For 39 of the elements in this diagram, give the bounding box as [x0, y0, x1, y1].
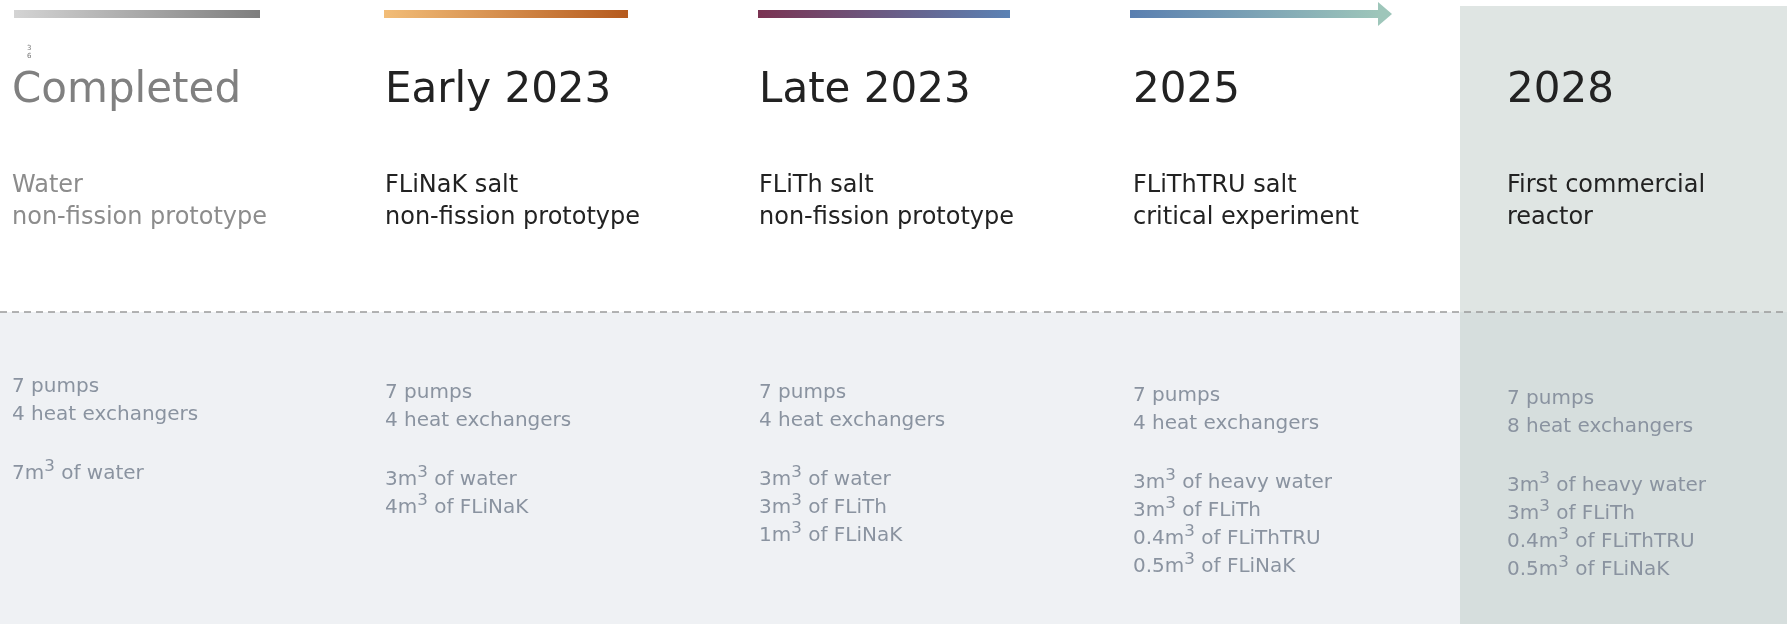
spec-line: 4 heat exchangers — [12, 400, 199, 427]
spec-line: 7 pumps — [1133, 381, 1221, 408]
milestone-description: non-fission prototype — [759, 201, 1015, 232]
spec-line: 8 heat exchangers — [1507, 412, 1694, 439]
spec-line: 3m$^{3}$ of FLiTh — [1507, 495, 1635, 526]
spec-line: 0.4m$^{3}$ of FLiThTRU — [1133, 520, 1321, 551]
milestone-heading: Early 2023 — [385, 62, 612, 114]
spec-line: 7 pumps — [759, 378, 847, 405]
milestone-description: FLiTh salt — [759, 169, 874, 200]
spec-line: 3m$^{3}$ of heavy water — [1133, 464, 1333, 495]
spec-line: 7 pumps — [1507, 384, 1595, 411]
milestone-description: Water — [12, 169, 83, 200]
milestone-description: non-fission prototype — [12, 201, 268, 232]
spec-line: 1m$^{3}$ of FLiNaK — [759, 517, 903, 548]
spec-line: 4 heat exchangers — [1133, 409, 1320, 436]
milestone-description: FLiThTRU salt — [1133, 169, 1297, 200]
spec-line: 4 heat exchangers — [759, 406, 946, 433]
milestone-description: FLiNaK salt — [385, 169, 519, 200]
milestone-heading: Late 2023 — [759, 62, 971, 114]
spec-line: 3m$^{3}$ of FLiTh — [759, 489, 887, 520]
spec-line: 7m$^{3}$ of water — [12, 455, 144, 486]
spec-line: 7 pumps — [385, 378, 473, 405]
milestone-description: non-fission prototype — [385, 201, 641, 232]
spec-line: 3m$^{3}$ of FLiTh — [1133, 492, 1261, 523]
milestone-description: critical experiment — [1133, 201, 1359, 232]
milestone-heading: 2025 — [1133, 62, 1240, 114]
spec-line: 3m$^{3}$ of water — [385, 461, 517, 492]
spec-line: 0.5m$^{3}$ of FLiNaK — [1507, 551, 1670, 582]
spec-line: 4m$^{3}$ of FLiNaK — [385, 489, 529, 520]
milestone-heading: Completed — [12, 62, 242, 114]
spec-line: 0.4m$^{3}$ of FLiThTRU — [1507, 523, 1695, 554]
milestone-description: First commercial reactor — [1507, 169, 1707, 232]
spec-line: 0.5m$^{3}$ of FLiNaK — [1133, 548, 1296, 579]
spec-line: 7 pumps — [12, 372, 100, 399]
highlight-panel — [1460, 6, 1787, 624]
milestone-heading: 2028 — [1507, 62, 1614, 114]
spec-line: 4 heat exchangers — [385, 406, 572, 433]
spec-line: 3m$^{3}$ of water — [759, 461, 891, 492]
spec-line: 3m$^{3}$ of heavy water — [1507, 467, 1707, 498]
